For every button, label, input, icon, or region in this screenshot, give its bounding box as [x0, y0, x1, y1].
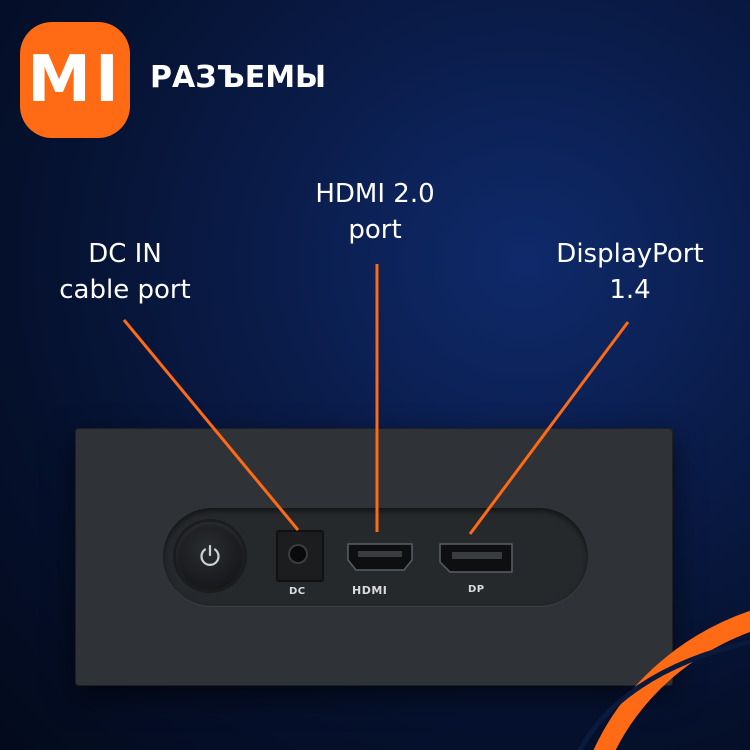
callout-line-2: cable port [59, 275, 191, 305]
callout-label-dc-in: DC IN cable port [40, 236, 210, 308]
dc-jack-icon [276, 530, 324, 582]
callout-line-2: 1.4 [609, 275, 651, 305]
power-icon [200, 544, 220, 566]
dc-port-tag: DC [289, 586, 306, 597]
page-title: РАЗЪЕМЫ [150, 60, 327, 95]
callout-line-1: DisplayPort [556, 239, 704, 269]
callout-line-1: DC IN [88, 239, 162, 269]
callout-line-1: HDMI 2.0 [315, 179, 435, 209]
callout-label-displayport: DisplayPort 1.4 [540, 236, 720, 308]
displayport-port-tag: DP [468, 584, 485, 595]
hdmi-port-icon [347, 543, 413, 571]
hdmi-port-tag: HDMI [352, 584, 388, 597]
xiaomi-logo: MI [20, 22, 130, 138]
logo-text: MI [27, 43, 123, 117]
displayport-icon [439, 543, 513, 573]
callout-line-2: port [348, 215, 402, 245]
callout-label-hdmi: HDMI 2.0 port [300, 176, 450, 248]
